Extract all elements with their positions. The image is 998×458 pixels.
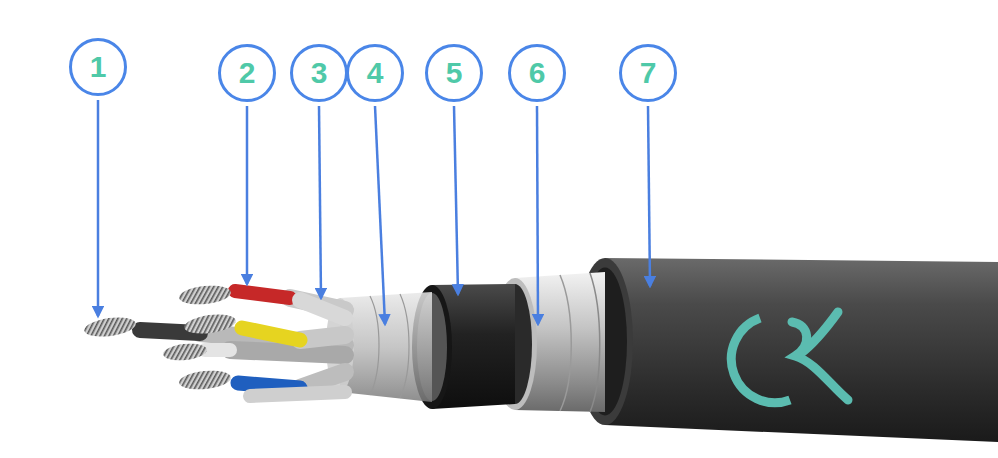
callout-number: 2	[218, 44, 276, 102]
callout-circle: 3	[290, 44, 348, 102]
callout-circle: 4	[346, 44, 404, 102]
callout-number: 1	[69, 38, 127, 96]
leader-arrow	[537, 106, 538, 324]
leader-arrow	[246, 106, 249, 284]
callout-number: 6	[508, 44, 566, 102]
callout-circle: 2	[218, 44, 276, 102]
callout-number: 4	[346, 44, 404, 102]
outer-jacket	[577, 258, 998, 442]
callout-number: 5	[425, 44, 483, 102]
leader-arrow	[375, 106, 385, 324]
callout-number: 7	[619, 44, 677, 102]
leader-arrow	[648, 106, 650, 286]
logo-mark	[731, 318, 790, 403]
callout-circle: 5	[425, 44, 483, 102]
cable-cores	[83, 283, 345, 396]
leader-arrows	[98, 100, 650, 324]
leader-arrow	[97, 100, 100, 316]
leader-arrow	[319, 106, 321, 298]
callout-circle: 6	[508, 44, 566, 102]
callout-number: 3	[290, 44, 348, 102]
leader-arrow	[454, 106, 458, 294]
callout-circle: 1	[69, 38, 127, 96]
callout-circle: 7	[619, 44, 677, 102]
